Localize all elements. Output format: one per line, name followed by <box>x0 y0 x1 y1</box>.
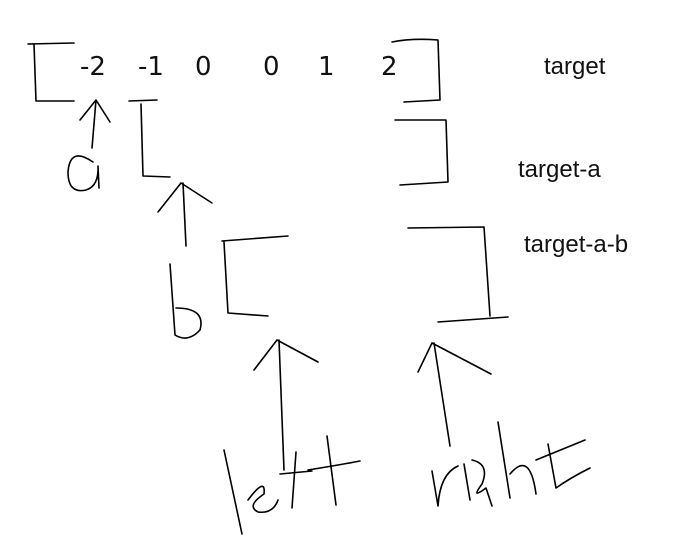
handwritten-a <box>67 155 100 192</box>
handwritten-left <box>223 435 361 535</box>
bracket-target-a-right <box>394 119 449 186</box>
label-target-a: target-a <box>518 156 601 183</box>
array-value-4: 1 <box>318 52 335 82</box>
array-value-5: 2 <box>381 52 398 82</box>
array-value-1: -1 <box>138 52 164 82</box>
arrow-right <box>417 342 492 447</box>
array-value-2: 0 <box>195 52 212 82</box>
handwritten-right <box>431 421 591 507</box>
label-target: target <box>544 53 606 80</box>
arrow-a <box>79 99 111 149</box>
bracket-target-a-left <box>128 99 171 178</box>
handwritten-b <box>169 263 202 339</box>
bracket-target-left <box>27 42 75 102</box>
bracket-target-a-b-right <box>407 226 509 323</box>
arrow-b <box>157 182 213 247</box>
label-target-a-b: target-a-b <box>524 231 629 258</box>
bracket-target-right <box>391 38 441 103</box>
array-value-0: -2 <box>80 52 106 82</box>
bracket-target-a-b-left <box>221 235 289 317</box>
array-value-3: 0 <box>263 52 280 82</box>
arrow-left <box>253 339 319 471</box>
